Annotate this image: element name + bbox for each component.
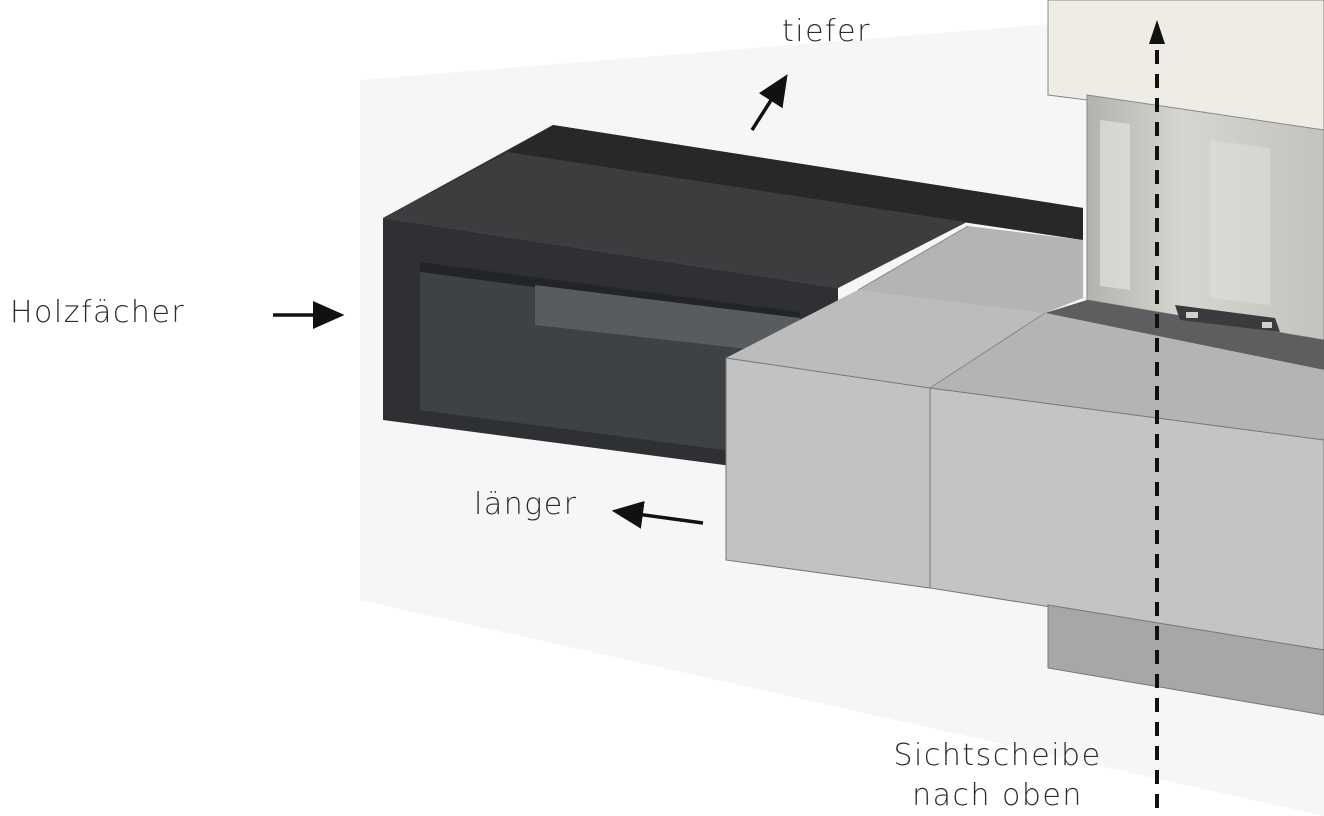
viewing-glass: [1086, 94, 1324, 341]
firebox-ledge: [1045, 300, 1324, 370]
wood-drawer: [383, 125, 1083, 480]
arrow-tiefer: [750, 74, 788, 131]
stove-base: [725, 225, 1324, 716]
label-tiefer: tiefer: [782, 14, 871, 49]
arrow-sichtscheibe-up: [1149, 20, 1165, 808]
label-holzfaecher: Holzfächer: [10, 295, 186, 330]
label-sichtscheibe-line1: Sichtscheibe: [893, 738, 1102, 773]
label-sichtscheibe-line2: nach oben: [912, 778, 1083, 813]
arrow-laenger: [611, 500, 704, 529]
label-laenger: länger: [474, 487, 578, 522]
stove-upper-body: [1047, 0, 1324, 131]
label-sichtscheibe: Sichtscheibe nach oben: [880, 736, 1115, 816]
